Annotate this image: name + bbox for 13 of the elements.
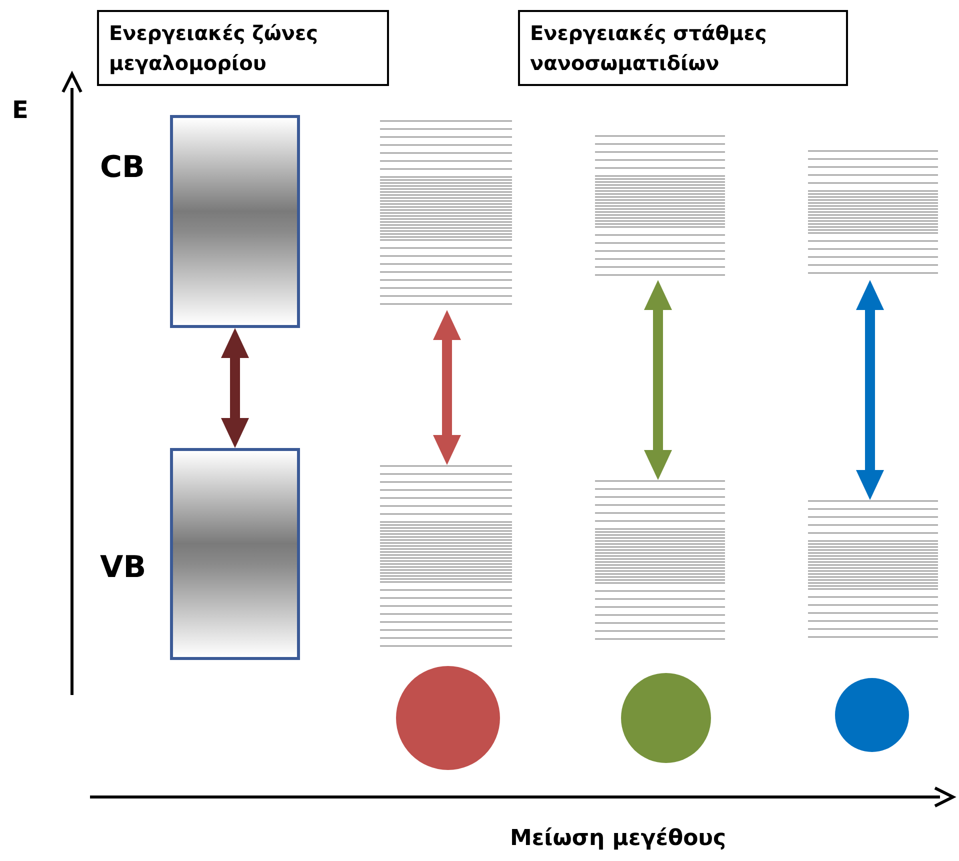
double-arrow [644, 280, 672, 480]
double-arrow [856, 280, 884, 500]
heading-text: Ενεργειακές ζώνες μεγαλομορίου [109, 21, 318, 75]
energy-band [170, 115, 300, 328]
energy-band [170, 448, 300, 660]
double-arrow [433, 310, 461, 465]
energy-levels [808, 500, 938, 640]
double-arrow [221, 328, 249, 448]
heading-text: Ενεργειακές στάθμες νανοσωματιδίων [530, 21, 767, 75]
axis-title: Μείωση μεγέθους [510, 826, 726, 851]
axis-label: E [12, 96, 28, 124]
band-label: VB [100, 550, 146, 585]
band-label: CB [100, 150, 145, 185]
